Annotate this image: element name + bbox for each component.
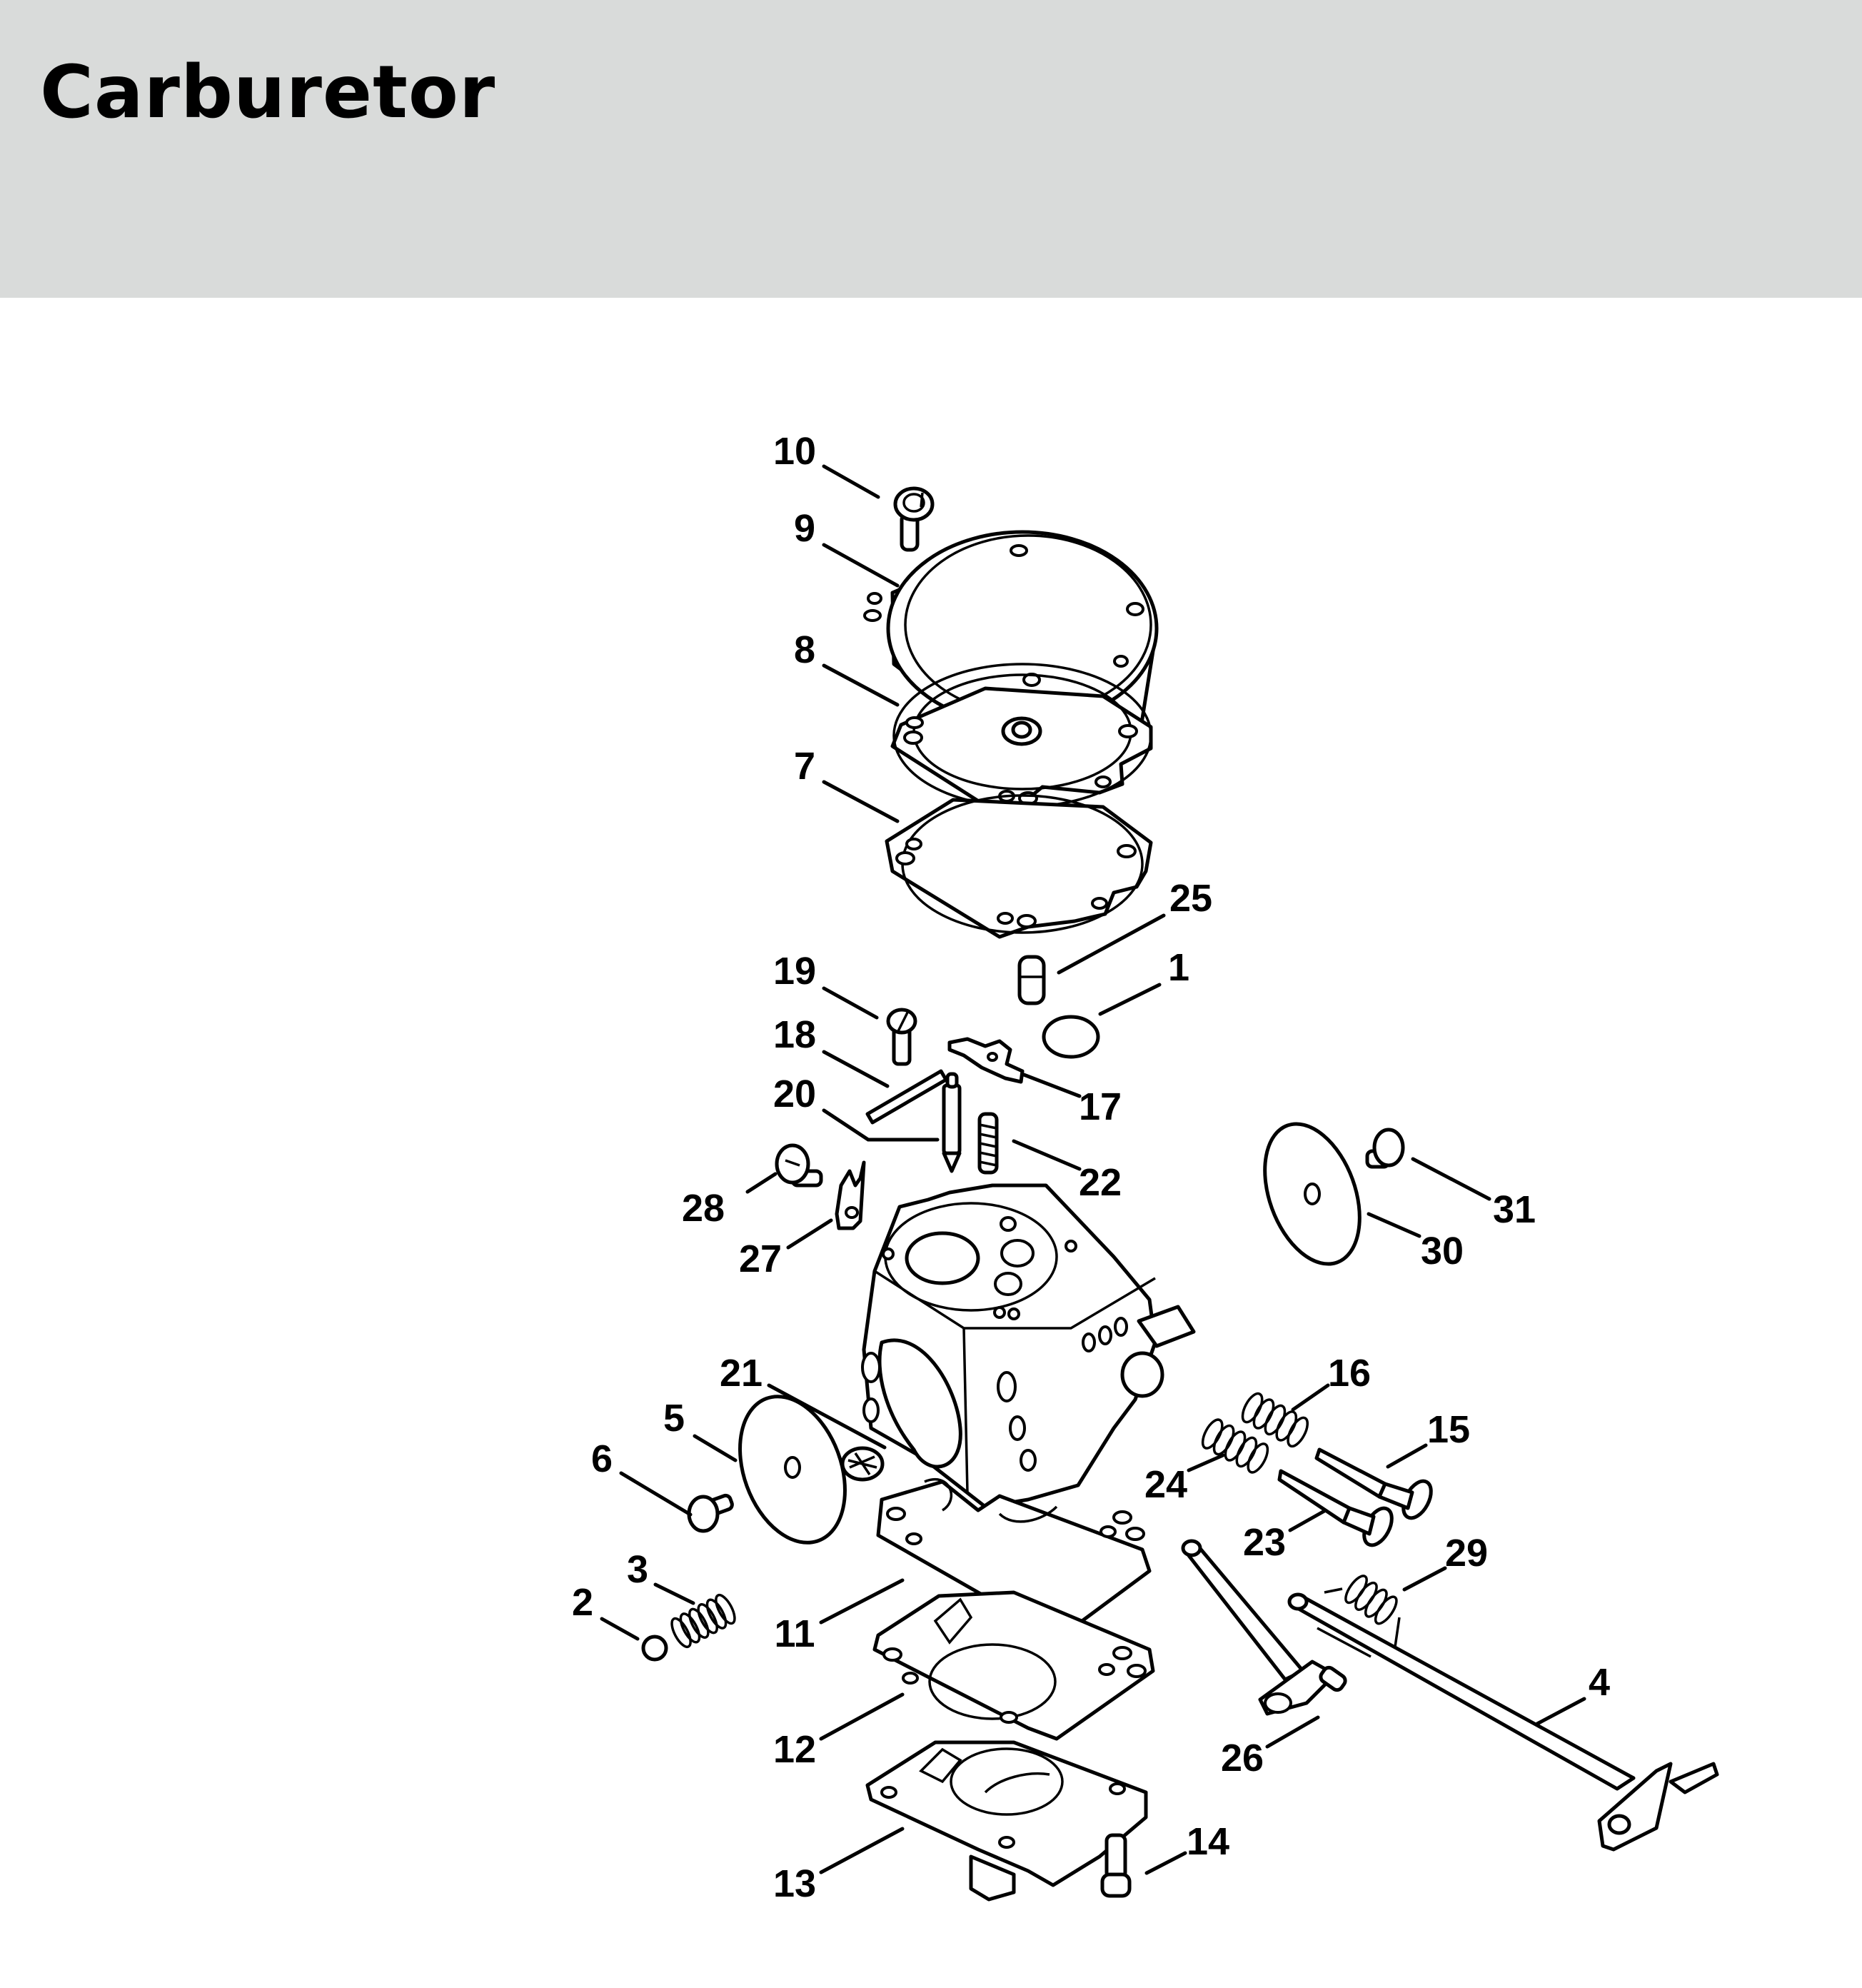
leader-24 (1187, 1453, 1225, 1472)
part-18-pin[interactable] (865, 1069, 948, 1125)
leader-6 (619, 1471, 693, 1517)
leader-lines (600, 464, 1586, 1875)
leader-3 (653, 1582, 695, 1605)
part-29-torsion-spring[interactable] (1324, 1572, 1401, 1657)
page-title: Carburetor (40, 50, 496, 135)
callout-25: 25 (1169, 877, 1212, 920)
part-31-screw[interactable] (1365, 1128, 1405, 1169)
callout-21: 21 (720, 1352, 763, 1395)
part-16-spring[interactable] (1239, 1390, 1312, 1449)
part-17-lever[interactable] (947, 1037, 1025, 1084)
leader-30 (1367, 1212, 1421, 1238)
leader-8 (822, 663, 900, 707)
callout-24: 24 (1144, 1463, 1187, 1506)
part-14-screw[interactable] (1100, 1833, 1132, 1898)
callout-8: 8 (794, 628, 815, 671)
leader-28 (745, 1172, 777, 1194)
leader-2 (600, 1617, 640, 1641)
callout-26: 26 (1221, 1737, 1264, 1779)
callout-14: 14 (1187, 1820, 1229, 1863)
leader-10 (822, 464, 880, 499)
carburetor-body[interactable] (861, 1183, 1196, 1509)
callout-31: 31 (1493, 1188, 1536, 1231)
callout-27: 27 (739, 1238, 782, 1280)
callout-11: 11 (774, 1612, 815, 1655)
part-1-disc[interactable] (1042, 1015, 1100, 1059)
part-5-choke-disc[interactable] (721, 1382, 864, 1557)
callout-5: 5 (663, 1397, 685, 1440)
callout-6: 6 (591, 1437, 613, 1480)
part-26-choke-shaft[interactable] (1181, 1539, 1347, 1716)
leader-4 (1535, 1697, 1586, 1726)
leader-25 (1057, 913, 1166, 975)
part-10-screw[interactable] (893, 486, 935, 552)
callout-13: 13 (773, 1862, 816, 1905)
part-15-adjusting-screw[interactable] (1314, 1447, 1436, 1522)
leader-14 (1144, 1851, 1187, 1875)
leader-17 (1022, 1073, 1082, 1098)
leader-9 (822, 543, 900, 588)
callout-20: 20 (773, 1073, 816, 1115)
leader-27 (786, 1218, 833, 1250)
leader-23 (1288, 1509, 1327, 1532)
part-24-spring[interactable] (1199, 1417, 1272, 1475)
leader-5 (693, 1434, 738, 1462)
callout-29: 29 (1445, 1532, 1488, 1575)
callout-1: 1 (1168, 946, 1189, 989)
part-6-screw[interactable] (687, 1493, 734, 1533)
part-25-plug[interactable] (1017, 955, 1046, 1005)
part-11-gasket[interactable] (876, 1478, 1152, 1645)
callout-19: 19 (773, 950, 816, 993)
part-4-throttle-shaft[interactable] (1287, 1592, 1719, 1852)
leader-26 (1265, 1715, 1320, 1749)
part-3-spring[interactable] (668, 1592, 738, 1650)
part-23-adjusting-screw[interactable] (1277, 1469, 1397, 1550)
callout-12: 12 (773, 1728, 816, 1771)
callout-7: 7 (794, 745, 815, 788)
leader-11 (819, 1578, 905, 1625)
part-21-strainer[interactable] (840, 1446, 885, 1482)
leader-29 (1402, 1566, 1447, 1592)
callout-22: 22 (1079, 1161, 1122, 1204)
callout-23: 23 (1243, 1521, 1286, 1564)
callout-9: 9 (794, 507, 815, 550)
part-20-inlet-needle[interactable] (942, 1072, 962, 1173)
leader-12 (819, 1692, 905, 1741)
leader-13 (819, 1827, 905, 1874)
callout-10: 10 (773, 430, 816, 473)
part-2-ball[interactable] (641, 1635, 668, 1662)
callout-28: 28 (682, 1187, 725, 1230)
part-22-spring[interactable] (977, 1112, 999, 1175)
part-30-throttle-disc[interactable] (1247, 1111, 1378, 1277)
callout-17: 17 (1079, 1085, 1122, 1128)
callout-2: 2 (572, 1581, 593, 1624)
part-13-end-cover[interactable] (865, 1740, 1148, 1902)
leader-22 (1012, 1139, 1082, 1171)
leader-20 (822, 1108, 940, 1142)
callout-16: 16 (1328, 1352, 1371, 1395)
callout-18: 18 (773, 1013, 816, 1056)
leader-15 (1386, 1443, 1428, 1469)
part-27-detent-plate[interactable] (835, 1160, 866, 1230)
callout-15: 15 (1427, 1408, 1470, 1451)
leader-19 (822, 986, 879, 1020)
callout-30: 30 (1421, 1230, 1464, 1272)
leader-31 (1411, 1157, 1491, 1201)
header-banner: Carburetor (0, 0, 1862, 298)
leader-16 (1291, 1383, 1330, 1412)
callout-3: 3 (627, 1548, 648, 1591)
part-7-gasket[interactable] (885, 794, 1153, 939)
leader-7 (822, 780, 900, 823)
part-19-screw[interactable] (886, 1008, 917, 1066)
leader-18 (822, 1050, 890, 1088)
callout-labels: 10 9 8 7 25 1 19 18 17 20 22 28 27 31 30… (572, 430, 1610, 1905)
leader-21 (767, 1383, 887, 1450)
part-12-diaphragm[interactable] (872, 1590, 1155, 1741)
callout-4: 4 (1589, 1661, 1610, 1704)
leader-1 (1098, 983, 1162, 1016)
part-28-screw[interactable] (775, 1143, 823, 1188)
